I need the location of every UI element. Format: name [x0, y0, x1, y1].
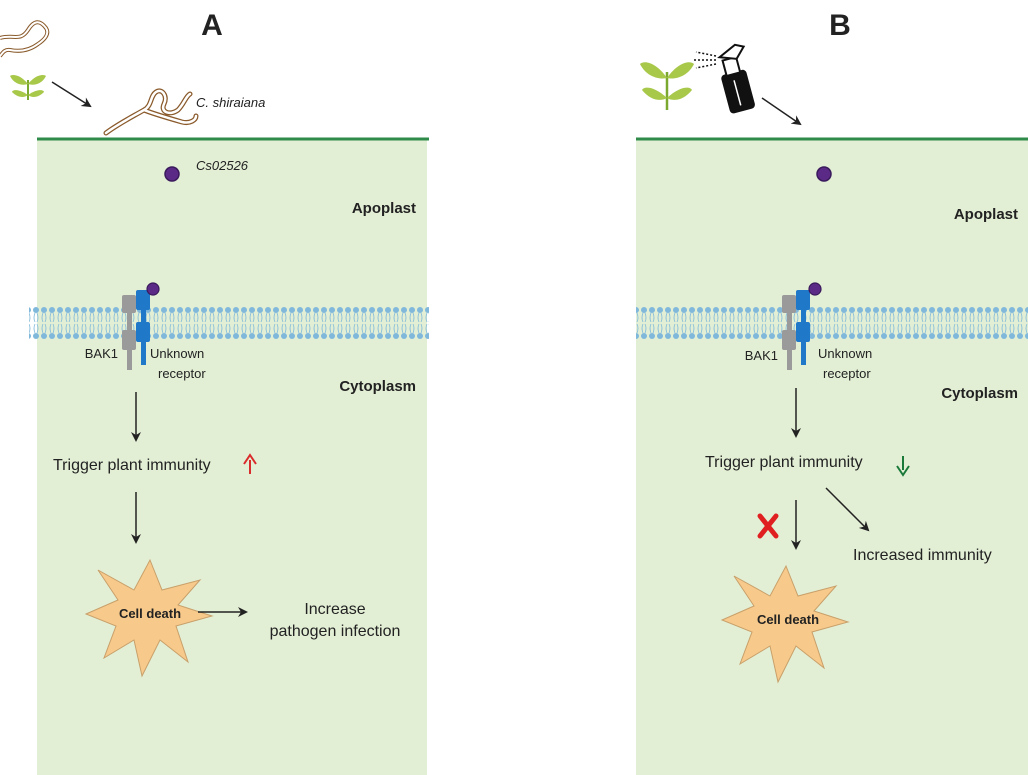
down-arrow-icon — [896, 456, 910, 477]
bound-effector-icon — [808, 282, 822, 296]
increased-immunity-label: Increased immunity — [853, 547, 992, 564]
bound-effector-icon — [146, 282, 160, 296]
plasma-membrane-b — [636, 305, 1028, 339]
plasma-membrane-a — [29, 305, 429, 339]
cross-mark-icon — [757, 513, 779, 539]
receptor-complex-b — [782, 282, 822, 370]
cell-death-starburst-b — [720, 564, 850, 684]
seedling-icon — [10, 74, 46, 100]
apoplast-label-b: Apoplast — [954, 206, 1018, 223]
panel-b-label: B — [829, 9, 851, 42]
panel-b: B Apoplast — [636, 9, 1028, 775]
cytoplasm-label-a: Cytoplasm — [339, 378, 416, 395]
receptor-label-b-line2: receptor — [823, 366, 871, 381]
spray-mist-icon — [694, 51, 717, 69]
bak1-extracellular-icon — [122, 295, 136, 313]
receptor-label-a-line2: receptor — [158, 366, 206, 381]
receptor-label-b-line1: Unknown — [818, 346, 872, 361]
bak1-label-a: BAK1 — [85, 346, 118, 361]
outcome-label-a-line2: pathogen infection — [270, 623, 401, 640]
cell-region-a — [37, 140, 427, 775]
arrow-to-pathogen — [51, 81, 92, 108]
immunity-label-a: Trigger plant immunity — [53, 457, 211, 474]
cell-death-starburst-a — [84, 558, 214, 678]
effector-protein-icon — [816, 166, 832, 182]
receptor-complex-a — [122, 282, 160, 370]
outcome-label-a-line1: Increase — [304, 601, 365, 618]
arrow-to-increased-immunity — [825, 487, 870, 532]
receptor-label-a-line1: Unknown — [150, 346, 204, 361]
panel-a: A C. shiraiana Cs02526 Apoplast — [0, 9, 429, 775]
bak1-label-b: BAK1 — [745, 348, 778, 363]
cell-death-label-a: Cell death — [119, 606, 181, 621]
cytoplasm-label-b: Cytoplasm — [941, 385, 1018, 402]
cell-region-b — [636, 140, 1028, 775]
receptor-extracellular-icon — [136, 290, 150, 310]
panel-a-label: A — [201, 9, 223, 42]
arrow-spray-to-cell — [761, 97, 802, 126]
immunity-label-b: Trigger plant immunity — [705, 454, 863, 471]
effector-protein-icon — [164, 166, 180, 182]
seedling-icon — [640, 62, 694, 110]
pathogen-label: C. shiraiana — [196, 95, 265, 110]
spray-bottle-icon — [717, 43, 755, 114]
apoplast-label-a: Apoplast — [352, 200, 416, 217]
up-arrow-icon — [243, 453, 257, 474]
effector-label: Cs02526 — [196, 158, 249, 173]
cell-death-label-b: Cell death — [757, 612, 819, 627]
